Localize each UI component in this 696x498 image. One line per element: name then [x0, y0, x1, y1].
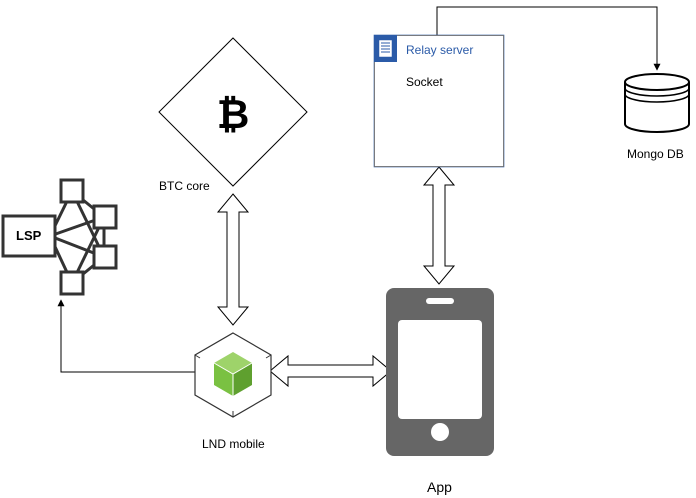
- edge-relay-app-double-arrow: [422, 166, 456, 285]
- btc-core-label: BTC core: [159, 179, 210, 193]
- lsp-label: LSP: [16, 228, 42, 243]
- edge-relay-to-mongo: [436, 6, 661, 71]
- database-icon[interactable]: [624, 73, 690, 133]
- server-icon: [374, 35, 397, 62]
- smartphone-icon[interactable]: [386, 288, 494, 456]
- phone-screen: [398, 320, 482, 419]
- btc-core-diamond: [158, 37, 308, 187]
- relay-server-node[interactable]: [373, 34, 505, 168]
- network-hub-icon[interactable]: [1, 178, 118, 296]
- relay-server-frame: [374, 35, 504, 167]
- app-label: App: [427, 479, 452, 495]
- edge-lnd-to-lsp: [57, 299, 197, 373]
- edge-lnd-app-double-arrow: [269, 354, 392, 388]
- node-cube-icon[interactable]: [194, 332, 272, 418]
- phone-speaker: [426, 298, 454, 304]
- phone-home-button: [431, 423, 449, 441]
- relay-server-title: Relay server: [406, 43, 474, 57]
- lnd-mobile-label: LND mobile: [202, 437, 265, 451]
- lsp-box: [1, 214, 57, 258]
- btc-core-node[interactable]: ₿: [158, 37, 308, 187]
- relay-server-socket-label: Socket: [406, 75, 443, 89]
- bitcoin-icon: ₿: [217, 92, 250, 138]
- edge-btc-lnd-double-arrow: [216, 193, 250, 326]
- mongo-db-label: Mongo DB: [627, 147, 684, 161]
